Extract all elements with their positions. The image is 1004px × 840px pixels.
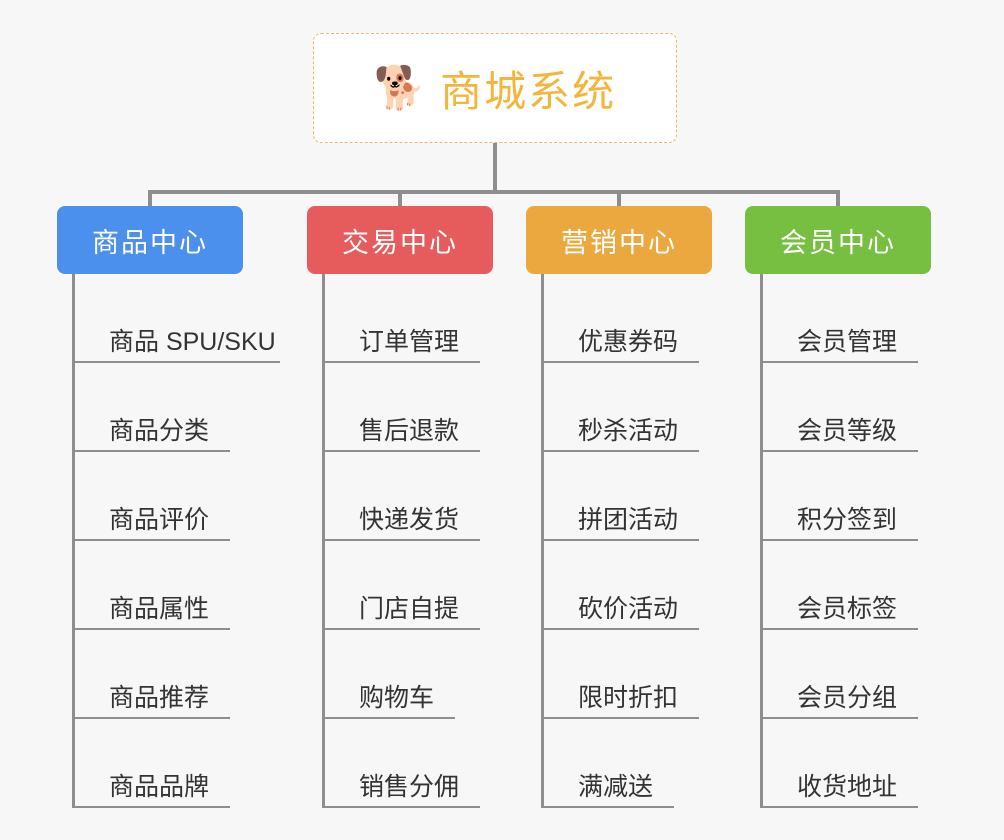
leaf-item[interactable]: 购物车	[325, 630, 455, 719]
root-node[interactable]: 🐕 商城系统	[313, 33, 677, 143]
branch-spine	[541, 274, 544, 808]
leaf-label: 商品评价	[109, 506, 210, 534]
leaf-label: 砍价活动	[578, 595, 679, 623]
leaf-label: 会员分组	[797, 684, 898, 712]
leaf-label: 积分签到	[797, 506, 898, 534]
leaf-label: 拼团活动	[578, 506, 679, 534]
connector-drop-member-center	[836, 190, 840, 206]
leaf-item[interactable]: 会员分组	[763, 630, 918, 719]
shiba-inu-dog-face-icon: 🐕	[373, 64, 427, 111]
leaf-item[interactable]: 商品分类	[75, 363, 230, 452]
category-label: 会员中心	[780, 227, 896, 258]
category-header-trade-center[interactable]: 交易中心	[307, 206, 493, 274]
leaf-item[interactable]: 会员标签	[763, 541, 918, 630]
leaf-label: 商品 SPU/SKU	[109, 328, 276, 356]
leaf-label: 商品分类	[109, 417, 210, 445]
leaf-label: 会员等级	[797, 417, 898, 445]
leaf-item[interactable]: 商品推荐	[75, 630, 230, 719]
leaf-item[interactable]: 秒杀活动	[544, 363, 699, 452]
leaf-label: 限时折扣	[578, 684, 679, 712]
leaf-label: 收货地址	[797, 773, 898, 801]
branch-spine	[322, 274, 325, 808]
leaf-label: 快递发货	[359, 506, 460, 534]
branch-marketing-center: 优惠券码 秒杀活动 拼团活动 砍价活动 限时折扣 满减送	[541, 274, 699, 808]
leaf-label: 满减送	[578, 773, 654, 801]
leaf-item[interactable]: 砍价活动	[544, 541, 699, 630]
leaf-item[interactable]: 订单管理	[325, 274, 480, 363]
branch-trade-center: 订单管理 售后退款 快递发货 门店自提 购物车 销售分佣	[322, 274, 480, 808]
leaf-label: 商品品牌	[109, 773, 210, 801]
leaf-item[interactable]: 商品 SPU/SKU	[75, 274, 280, 363]
category-label: 交易中心	[342, 227, 458, 258]
leaf-label: 优惠券码	[578, 328, 679, 356]
leaf-label: 商品推荐	[109, 684, 210, 712]
branch-member-center: 会员管理 会员等级 积分签到 会员标签 会员分组 收货地址	[760, 274, 918, 808]
category-label: 商品中心	[92, 227, 208, 258]
branch-product-center: 商品 SPU/SKU 商品分类 商品评价 商品属性 商品推荐 商品品牌	[72, 274, 280, 808]
category-header-member-center[interactable]: 会员中心	[745, 206, 931, 274]
leaf-label: 订单管理	[359, 328, 460, 356]
category-header-marketing-center[interactable]: 营销中心	[526, 206, 712, 274]
connector-drop-trade-center	[398, 190, 402, 206]
leaf-label: 售后退款	[359, 417, 460, 445]
leaf-item[interactable]: 快递发货	[325, 452, 480, 541]
connector-horizontal-bus	[148, 190, 840, 194]
leaf-label: 门店自提	[359, 595, 460, 623]
leaf-label: 会员标签	[797, 595, 898, 623]
category-label: 营销中心	[561, 227, 677, 258]
leaf-label: 购物车	[359, 684, 435, 712]
branch-spine	[72, 274, 75, 808]
leaf-item[interactable]: 会员管理	[763, 274, 918, 363]
leaf-item[interactable]: 限时折扣	[544, 630, 699, 719]
leaf-label: 销售分佣	[359, 773, 460, 801]
connector-drop-product-center	[148, 190, 152, 206]
root-title: 商城系统	[440, 67, 617, 115]
leaf-item[interactable]: 优惠券码	[544, 274, 699, 363]
leaf-item[interactable]: 门店自提	[325, 541, 480, 630]
leaf-item[interactable]: 商品属性	[75, 541, 230, 630]
leaf-label: 商品属性	[109, 595, 210, 623]
leaf-item[interactable]: 收货地址	[763, 719, 918, 808]
leaf-label: 秒杀活动	[578, 417, 679, 445]
leaf-item[interactable]: 积分签到	[763, 452, 918, 541]
leaf-item[interactable]: 会员等级	[763, 363, 918, 452]
leaf-item[interactable]: 商品品牌	[75, 719, 230, 808]
connector-root-stem	[493, 143, 497, 193]
leaf-label: 会员管理	[797, 328, 898, 356]
leaf-item[interactable]: 售后退款	[325, 363, 480, 452]
connector-drop-marketing-center	[617, 190, 621, 206]
leaf-item[interactable]: 商品评价	[75, 452, 230, 541]
branch-spine	[760, 274, 763, 808]
leaf-item[interactable]: 拼团活动	[544, 452, 699, 541]
leaf-item[interactable]: 满减送	[544, 719, 674, 808]
category-header-product-center[interactable]: 商品中心	[57, 206, 243, 274]
leaf-item[interactable]: 销售分佣	[325, 719, 480, 808]
